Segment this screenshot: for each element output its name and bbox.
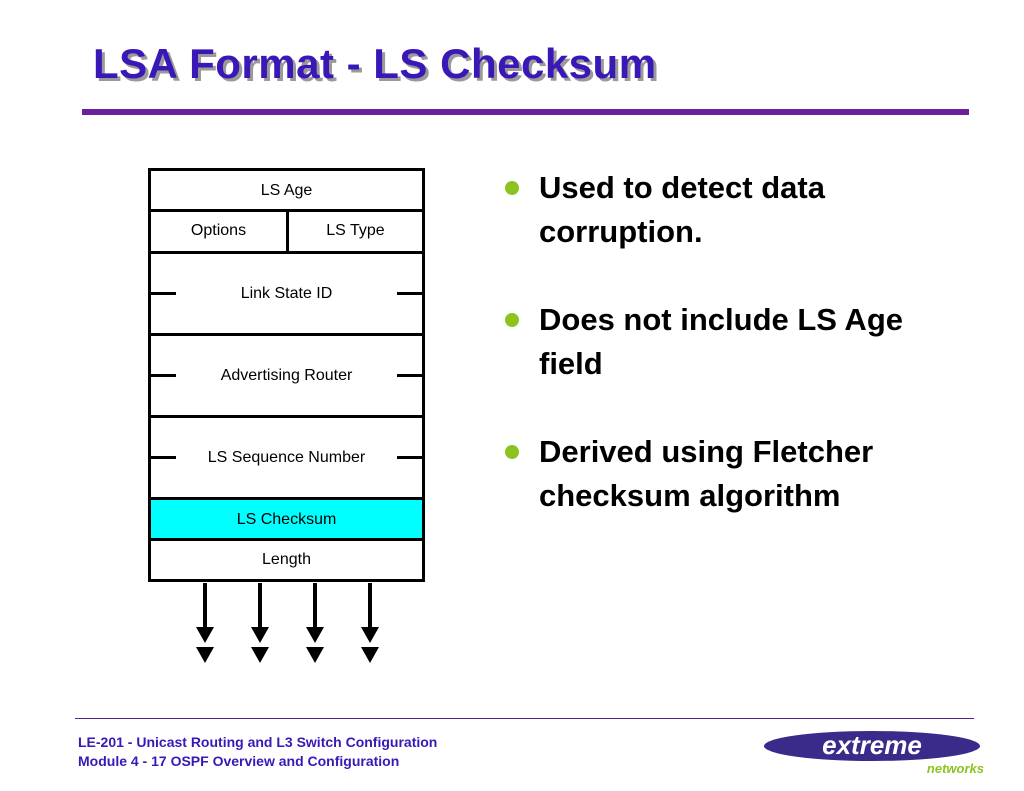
logo-subword: networks	[927, 761, 984, 776]
bullet-list: Used to detect data corruption. Does not…	[505, 166, 945, 562]
bullet-item: Derived using Fletcher checksum algorith…	[505, 430, 945, 518]
word-boundary-tick	[397, 374, 425, 377]
bullet-dot-icon	[505, 313, 519, 327]
lsa-format-diagram: LS Age Options LS Type Link State ID Adv…	[148, 168, 425, 582]
logo-wordmark: extreme	[822, 730, 922, 760]
field-divider	[286, 210, 289, 252]
field-label: Advertising Router	[220, 366, 353, 384]
field-options: Options	[151, 210, 286, 252]
field-ls-checksum: LS Checksum	[148, 500, 425, 539]
word-boundary-tick	[148, 456, 176, 459]
field-label: Options	[190, 222, 247, 239]
field-label: LS Type	[326, 222, 385, 239]
divider-line	[148, 579, 425, 582]
field-label: Link State ID	[240, 284, 333, 302]
bullet-dot-icon	[505, 445, 519, 459]
divider-line	[148, 251, 425, 254]
field-label: LS Sequence Number	[207, 448, 366, 466]
field-ls-age: LS Age	[148, 171, 425, 210]
footer-course: LE-201 - Unicast Routing and L3 Switch C…	[78, 734, 438, 750]
divider-line	[148, 333, 425, 336]
word-boundary-tick	[148, 374, 176, 377]
slide-title: LSA Format - LS Checksum	[93, 40, 657, 87]
title-underline	[82, 109, 969, 115]
bullet-dot-icon	[505, 181, 519, 195]
divider-line	[148, 497, 425, 500]
extreme-networks-logo: extreme networks	[764, 730, 984, 776]
divider-line	[148, 538, 425, 541]
bullet-text: Does not include LS Age field	[539, 302, 903, 381]
word-boundary-tick	[148, 292, 176, 295]
footer: LE-201 - Unicast Routing and L3 Switch C…	[78, 733, 437, 771]
divider-line	[148, 168, 425, 171]
field-ls-sequence-number: LS Sequence Number	[148, 418, 425, 497]
field-link-state-id: Link State ID	[148, 254, 425, 333]
word-boundary-tick	[397, 456, 425, 459]
field-advertising-router: Advertising Router	[148, 336, 425, 415]
footer-module: Module 4 - 17 OSPF Overview and Configur…	[78, 753, 400, 769]
word-boundary-tick	[397, 292, 425, 295]
bullet-item: Used to detect data corruption.	[505, 166, 945, 254]
field-label: Length	[262, 551, 311, 568]
footer-divider	[75, 718, 974, 719]
field-label: LS Checksum	[236, 510, 337, 528]
bullet-text: Derived using Fletcher checksum algorith…	[539, 434, 874, 513]
field-label: LS Age	[260, 181, 313, 199]
divider-line	[148, 415, 425, 418]
bullet-text: Used to detect data corruption.	[539, 170, 825, 249]
bullet-item: Does not include LS Age field	[505, 298, 945, 386]
field-length: Length	[148, 541, 425, 579]
field-ls-type: LS Type	[289, 210, 422, 252]
